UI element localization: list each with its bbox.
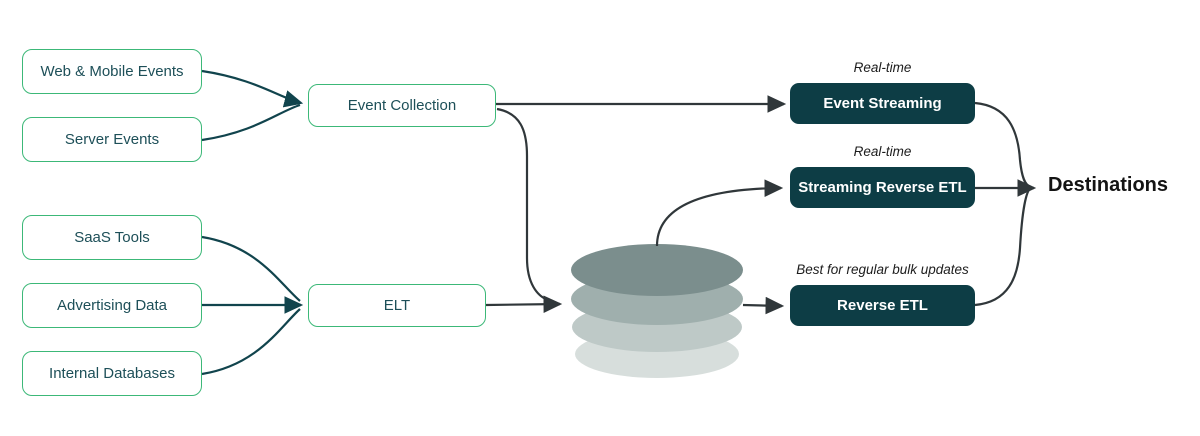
- node-reverse-etl: Reverse ETL: [790, 285, 975, 326]
- node-label: Event Streaming: [823, 95, 942, 112]
- arrow-warehouse-to-reverse-etl: [742, 296, 785, 315]
- node-internal-databases: Internal Databases: [22, 351, 202, 396]
- node-label: Server Events: [64, 131, 160, 148]
- arrow-revetl-to-destinations: [974, 186, 1032, 307]
- node-label: ELT: [383, 297, 411, 314]
- arrow-server-to-collection: [201, 103, 301, 142]
- node-label: Streaming Reverse ETL: [798, 179, 967, 196]
- note-realtime-streaming-reverse-etl: Real-time: [853, 144, 912, 159]
- arrow-elt-to-warehouse: [485, 295, 563, 314]
- node-label: Web & Mobile Events: [40, 63, 184, 80]
- node-server-events: Server Events: [22, 117, 202, 162]
- destinations-label: Destinations: [1048, 174, 1169, 196]
- node-label: Advertising Data: [56, 297, 168, 314]
- node-event-streaming: Event Streaming: [790, 83, 975, 124]
- arrow-warehouse-to-streaming-reverse-etl: [655, 179, 784, 247]
- arrow-web-to-collection: [201, 69, 304, 108]
- node-label: Reverse ETL: [837, 297, 928, 314]
- node-event-collection: Event Collection: [308, 84, 496, 127]
- arrow-saas-to-elt: [201, 235, 301, 302]
- node-web-mobile-events: Web & Mobile Events: [22, 49, 202, 94]
- arrow-collection-to-warehouse: [496, 107, 549, 302]
- note-realtime-event-streaming: Real-time: [853, 60, 912, 75]
- note-bulk-updates-reverse-etl: Best for regular bulk updates: [796, 262, 969, 277]
- node-elt: ELT: [308, 284, 486, 327]
- node-advertising-data: Advertising Data: [22, 283, 202, 328]
- node-label: SaaS Tools: [74, 229, 150, 246]
- node-streaming-reverse-etl: Streaming Reverse ETL: [790, 167, 975, 208]
- database-cylinder-icon: [571, 244, 743, 378]
- node-label: Internal Databases: [49, 365, 175, 382]
- node-label: Event Collection: [347, 97, 457, 114]
- node-saas-tools: SaaS Tools: [22, 215, 202, 260]
- arrow-internal-to-elt: [201, 308, 301, 376]
